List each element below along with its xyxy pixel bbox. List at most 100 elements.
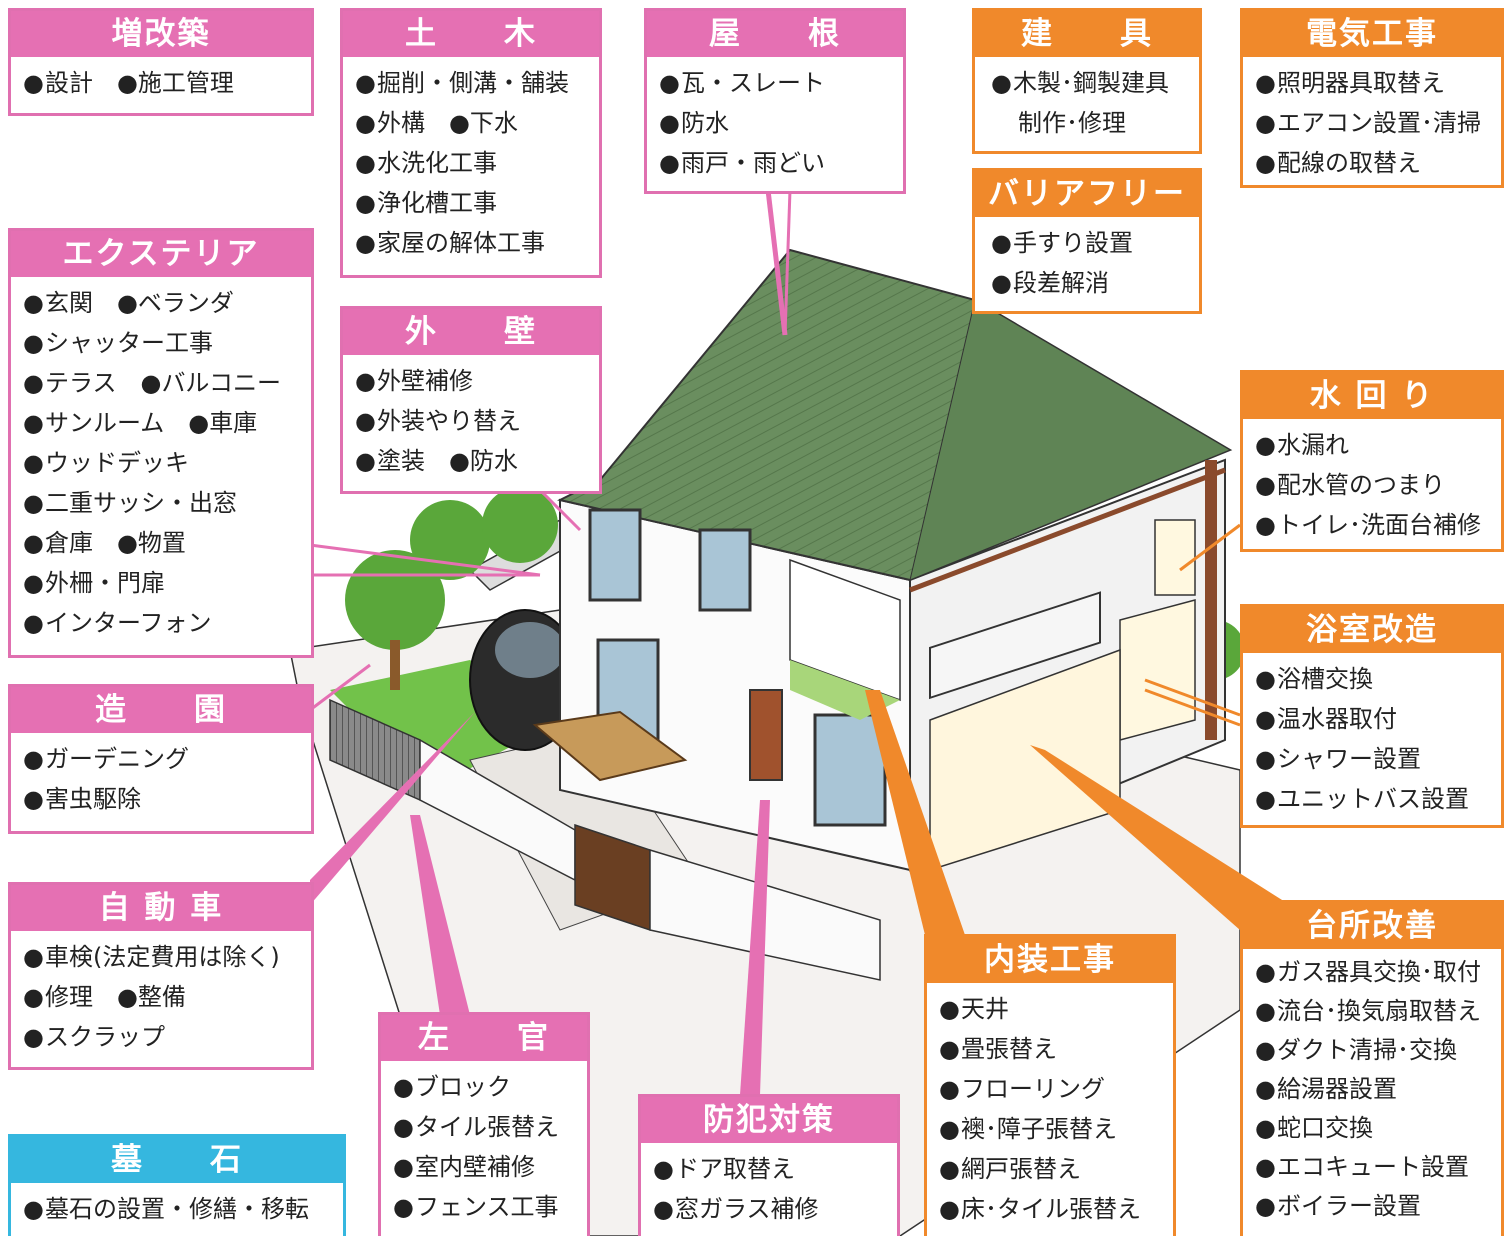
item: ウッドデッキ [44, 449, 189, 477]
item: ベランダ [137, 289, 234, 317]
item: 整備 [137, 983, 186, 1011]
item: 浴槽交換 [1276, 665, 1373, 693]
item: 塗装 [376, 447, 425, 475]
bathroom [1119, 599, 1196, 741]
item: 照明器具取替え [1276, 69, 1445, 97]
item: 倉庫 [44, 529, 93, 557]
orange-leaders [865, 523, 1290, 935]
box-denki: 電気工事 照明器具取替え エアコン設置･清掃 配線の取替え [1240, 8, 1504, 188]
box-title: 自 動 車 [11, 885, 311, 931]
box-title: 内装工事 [927, 937, 1173, 983]
item: ドア取替え [674, 1155, 795, 1183]
item: サンルーム [44, 409, 165, 437]
item: 家屋の解体工事 [376, 229, 545, 257]
item: ダクト清掃･交換 [1276, 1036, 1457, 1064]
box-yokushitsu: 浴室改造 浴槽交換 温水器取付 シャワー設置 ユニットバス設置 [1240, 604, 1504, 828]
box-title: 左 官 [381, 1015, 587, 1061]
item: 設計 [44, 69, 93, 97]
item: 物置 [137, 529, 186, 557]
box-zoukaichiku: 増改築 設計●施工管理 [8, 8, 314, 116]
box-doboku: 土 木 掘削・側溝・舗装 外構●下水 水洗化工事 浄化槽工事 家屋の解体工事 [340, 8, 602, 278]
item: 配線の取替え [1276, 149, 1421, 177]
item: 襖･障子張替え [960, 1115, 1117, 1143]
item: 墓石の設置・修繕・移転 [44, 1195, 309, 1223]
window [698, 528, 752, 612]
box-exterior: エクステリア 玄関●ベランダ シャッター工事 テラス●バルコニー サンルーム●車… [8, 228, 314, 658]
item: 外壁補修 [376, 367, 473, 395]
item: 水洗化工事 [376, 149, 497, 177]
item: ユニットバス設置 [1276, 785, 1469, 813]
item: 防水 [469, 447, 518, 475]
item: 窓ガラス補修 [674, 1195, 819, 1223]
item: 畳張替え [960, 1035, 1057, 1063]
item: 室内壁補修 [414, 1153, 535, 1181]
box-title: 増改築 [11, 11, 311, 57]
box-title: 土 木 [343, 11, 599, 57]
item: シャワー設置 [1276, 745, 1421, 773]
wood-deck [532, 710, 688, 782]
item: 手すり設置 [1012, 229, 1133, 257]
box-title: 水 回 り [1243, 373, 1501, 419]
item: 車検(法定費用は除く) [44, 943, 280, 971]
box-yane: 屋 根 瓦・スレート 防水 雨戸・雨どい [644, 8, 906, 194]
box-title: 電気工事 [1243, 11, 1501, 57]
box-jidousha: 自 動 車 車検(法定費用は除く) 修理●整備 スクラップ [8, 882, 314, 1070]
item: 段差解消 [1012, 269, 1109, 297]
item: 掘削・側溝・舗装 [376, 69, 569, 97]
item: 木製･鋼製建具 [1012, 69, 1169, 97]
item: 雨戸・雨どい [680, 149, 825, 177]
item: ガス器具交換･取付 [1276, 958, 1481, 986]
item: 外装やり替え [376, 407, 521, 435]
roof-side [909, 299, 1232, 581]
item: シャッター工事 [44, 329, 213, 357]
item: 防水 [680, 109, 729, 137]
box-title: 建 具 [975, 11, 1199, 57]
item: タイル張替え [414, 1113, 559, 1141]
item: 蛇口交換 [1276, 1114, 1373, 1142]
item: 外構 [376, 109, 425, 137]
box-title: 造 園 [11, 687, 311, 733]
toilet-room [1154, 519, 1196, 596]
item: 浄化槽工事 [376, 189, 497, 217]
box-daidokoro: 台所改善 ガス器具交換･取付 流台･換気扇取替え ダクト清掃･交換 給湯器設置 … [1240, 900, 1504, 1236]
box-title: 防犯対策 [641, 1097, 897, 1143]
item: トイレ･洗面台補修 [1276, 511, 1481, 539]
box-barrierfree: バリアフリー 手すり設置 段差解消 [972, 168, 1202, 314]
drain-pipe [1205, 460, 1217, 740]
window [588, 508, 642, 602]
item: 制作･修理 [1018, 109, 1126, 137]
item: エアコン設置･清掃 [1276, 109, 1481, 137]
box-title: 台所改善 [1243, 903, 1501, 949]
box-title: 屋 根 [647, 11, 903, 57]
box-gaiheki: 外 壁 外壁補修 外装やり替え 塗装●防水 [340, 306, 602, 494]
box-mizumawari: 水 回 り 水漏れ 配水管のつまり トイレ･洗面台補修 [1240, 370, 1504, 552]
box-title: 墓 石 [11, 1137, 343, 1183]
box-title: 外 壁 [343, 309, 599, 355]
item: 下水 [469, 109, 518, 137]
item: 車庫 [209, 409, 258, 437]
item: 給湯器設置 [1276, 1075, 1397, 1103]
item: フェンス工事 [414, 1193, 559, 1221]
box-title: 浴室改造 [1243, 607, 1501, 653]
item: スクラップ [44, 1023, 165, 1051]
box-naisou: 内装工事 天井 畳張替え フローリング 襖･障子張替え 網戸張替え 床･タイル張… [924, 934, 1176, 1236]
box-title: エクステリア [11, 231, 311, 277]
box-sakan: 左 官 ブロック タイル張替え 室内壁補修 フェンス工事 [378, 1012, 590, 1236]
item: 玄関 [44, 289, 93, 317]
item: 施工管理 [137, 69, 234, 97]
item: 水漏れ [1276, 431, 1349, 459]
pink-leaders [309, 189, 792, 1095]
box-title: バリアフリー [975, 171, 1199, 217]
box-bouhan: 防犯対策 ドア取替え 窓ガラス補修 [638, 1094, 900, 1236]
item: フローリング [960, 1075, 1105, 1103]
box-zouen: 造 園 ガーデニング 害虫駆除 [8, 684, 314, 834]
gutter [909, 467, 1226, 593]
item: インターフォン [44, 609, 212, 637]
box-tategu: 建 具 木製･鋼製建具 制作･修理 [972, 8, 1202, 154]
item: 床･タイル張替え [960, 1195, 1141, 1223]
tree-trunk [390, 640, 400, 690]
item: 外柵・門扉 [44, 569, 165, 597]
balcony [929, 591, 1101, 700]
item: 瓦・スレート [680, 69, 825, 97]
item: 流台･換気扇取替え [1276, 997, 1481, 1025]
